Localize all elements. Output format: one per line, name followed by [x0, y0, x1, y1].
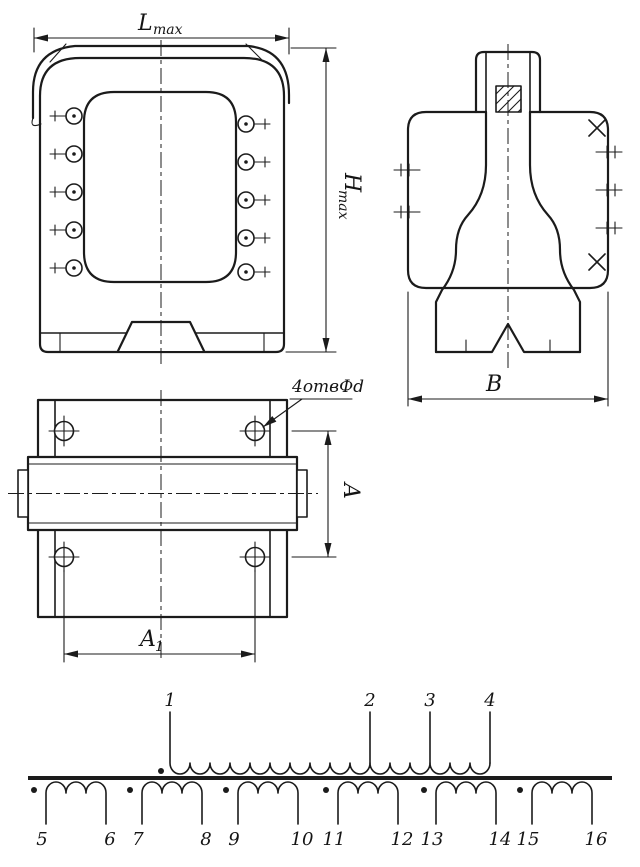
holes-note: 4отвФd: [262, 377, 364, 428]
terminal-label-16: 16: [585, 829, 608, 850]
phase-dot: [158, 768, 164, 774]
side-view: [393, 44, 623, 368]
secondary-winding: 5 6: [31, 781, 116, 850]
dim-a1-sub: 1: [155, 639, 164, 655]
phase-dot: [323, 787, 329, 793]
terminal-label-10: 10: [291, 829, 314, 850]
terminal-label-15: 15: [517, 829, 540, 850]
terminal-row-left: [49, 107, 83, 277]
dimension-b: B: [407, 291, 609, 407]
terminal-label-3: 3: [424, 690, 435, 711]
terminal-label-13: 13: [421, 829, 444, 850]
secondary-windings: 5 6 7 8 9 10 11 12: [31, 781, 608, 850]
side-terminals-right: [595, 145, 623, 235]
dim-a-label: A: [338, 481, 363, 499]
dim-l-label: L: [137, 11, 153, 36]
dim-l-sub: max: [153, 22, 183, 38]
holes-note-label: 4отвФd: [291, 377, 364, 397]
terminal-label-1: 1: [164, 690, 175, 711]
terminal-row-right: [237, 115, 271, 281]
terminal-label-9: 9: [228, 829, 239, 850]
phase-dot: [421, 787, 427, 793]
top-view: [8, 390, 318, 662]
hatch: [495, 85, 522, 113]
dim-h-sub: max: [335, 190, 351, 220]
terminal-label-12: 12: [391, 829, 414, 850]
phase-dot: [127, 787, 133, 793]
dim-b-label: B: [485, 372, 502, 397]
terminal-label-2: 2: [363, 690, 375, 711]
winding-schematic: 1 2 3 4 5 6 7 8 9 10: [28, 690, 612, 850]
dimension-a: A: [291, 430, 363, 558]
terminal-label-5: 5: [36, 829, 47, 850]
dimension-hmax: H max: [285, 47, 364, 353]
secondary-winding: 9 10: [223, 781, 314, 850]
secondary-winding: 11 12: [323, 781, 414, 850]
dim-a1-label: A: [138, 627, 156, 652]
secondary-winding: 7 8: [127, 781, 212, 850]
secondary-winding: 13 14: [421, 781, 512, 850]
terminal-label-14: 14: [489, 829, 512, 850]
primary-winding: 1 2 3 4: [158, 690, 496, 775]
phase-dot: [517, 787, 523, 793]
side-terminals-left: [393, 163, 421, 219]
terminal-label-8: 8: [200, 829, 211, 850]
terminal-label-6: 6: [104, 829, 115, 850]
rivet-marks: [588, 119, 606, 271]
terminal-label-11: 11: [323, 829, 346, 850]
mounting-holes: [48, 415, 271, 573]
terminal-label-4: 4: [483, 690, 495, 711]
dimension-a1: A 1: [63, 569, 256, 663]
front-view: [31, 40, 291, 368]
terminal-label-7: 7: [132, 829, 144, 850]
phase-dot: [31, 787, 37, 793]
secondary-winding: 15 16: [517, 781, 608, 850]
dimension-lmax: L max: [33, 11, 290, 55]
phase-dot: [223, 787, 229, 793]
dim-h-label: H: [339, 172, 364, 193]
